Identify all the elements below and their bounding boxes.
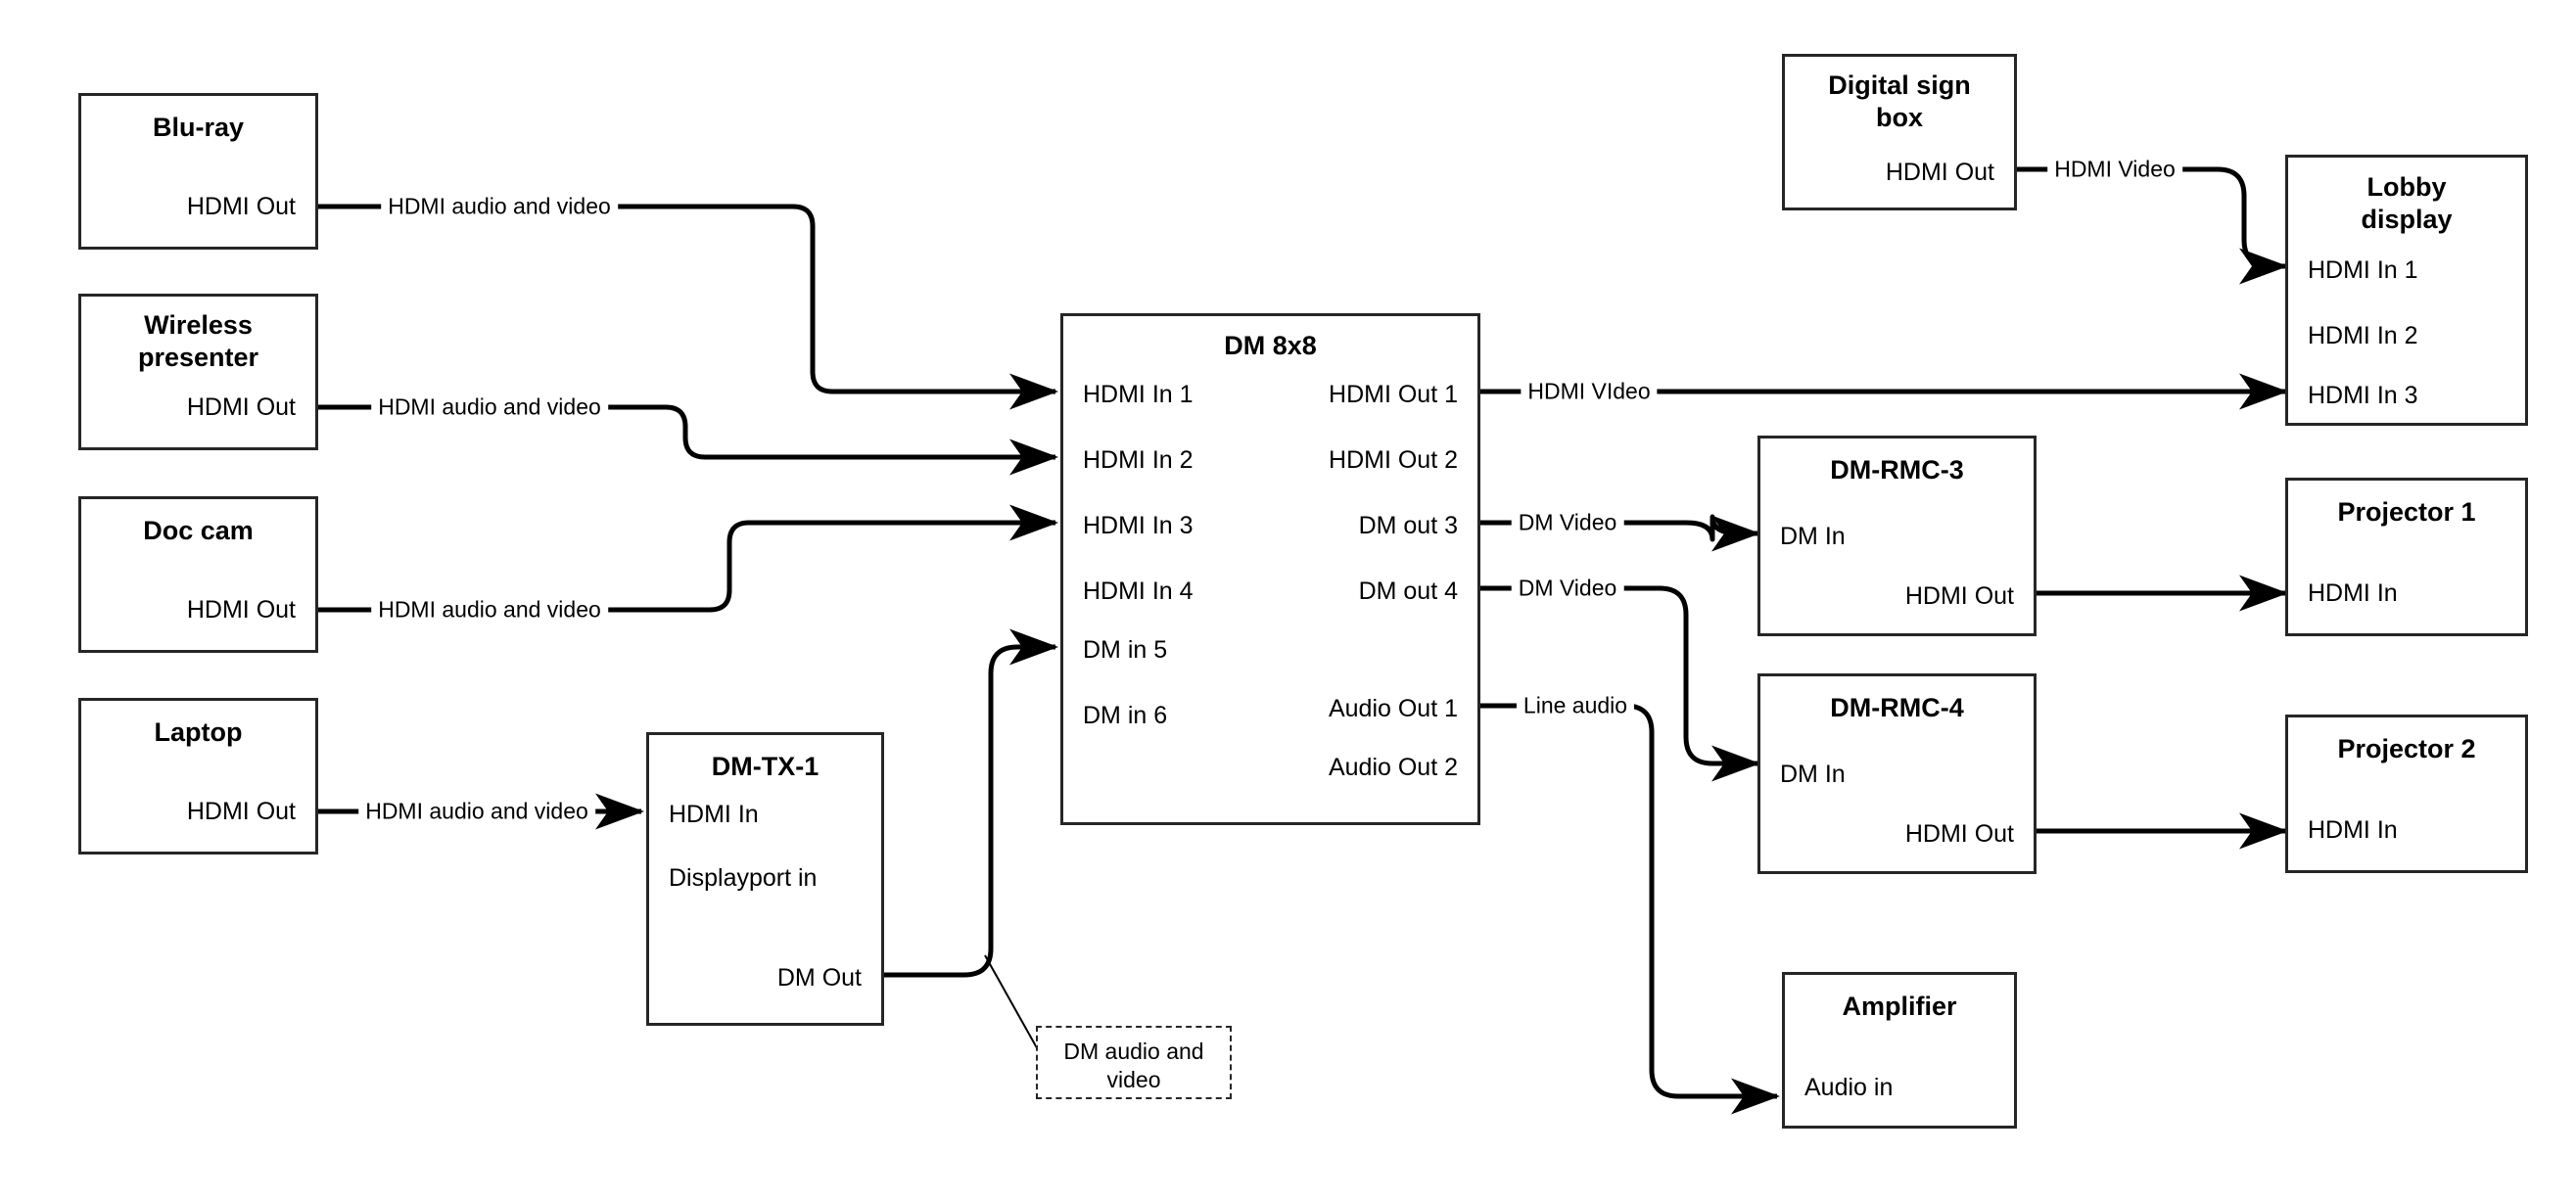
wire-dm-tx-1-to-dm8x8: [884, 628, 1059, 978]
wire-dm8x8-dm-out-4-to-dm-rmc-4: [1480, 585, 1761, 782]
port-dm-tx-1-displayport-in: Displayport in: [669, 864, 818, 892]
port-dm-tx-1-hdmi-in: HDMI In: [669, 801, 759, 828]
wire-label-digital-sign-box: HDMI Video: [2047, 156, 2182, 183]
node-title-wireless-presenter: Wireless presenter: [137, 310, 259, 372]
node-title-dm-8x8: DM 8x8: [1224, 331, 1317, 360]
port-dm-8x8-hdmi-in-2: HDMI In 2: [1083, 446, 1194, 474]
wire-wireless-presenter-to-dm8x8: [318, 404, 1059, 476]
wire-doc-cam-to-dm8x8: [318, 504, 1059, 613]
port-amplifier-audio-in: Audio in: [1804, 1074, 1894, 1101]
node-dm-tx-1[interactable]: DM-TX-1 HDMI In Displayport in DM Out: [646, 732, 884, 1026]
node-title-digital-sign-box: Digital sign box: [1828, 70, 1971, 132]
node-projector-1[interactable]: Projector 1 HDMI In: [2285, 478, 2528, 636]
node-title-amplifier: Amplifier: [1842, 992, 1957, 1021]
wire-digital-sign-box-to-lobby-display: [2017, 166, 2289, 285]
node-amplifier[interactable]: Amplifier Audio in: [1782, 972, 2017, 1129]
node-title-dm-rmc-3: DM-RMC-3: [1830, 455, 1964, 485]
callout-text-dm-audio-and-video: DM audio and video: [1063, 1039, 1204, 1092]
node-dm-rmc-4[interactable]: DM-RMC-4 DM In HDMI Out: [1757, 673, 2037, 874]
wire-dm8x8-dm-out-3-to-dm-rmc-3: [1480, 514, 1761, 552]
port-dm-8x8-dm-in-5: DM in 5: [1083, 636, 1168, 664]
node-digital-sign-box[interactable]: Digital sign box HDMI Out: [1782, 54, 2017, 210]
port-dm-rmc-3-hdmi-out: HDMI Out: [1904, 582, 2014, 610]
node-title-dm-tx-1: DM-TX-1: [711, 752, 820, 781]
port-wireless-presenter-hdmi-out: HDMI Out: [186, 393, 296, 421]
port-dm-8x8-hdmi-in-1: HDMI In 1: [1083, 381, 1194, 408]
port-dm-8x8-hdmi-in-4: HDMI In 4: [1083, 577, 1194, 605]
port-doc-cam-hdmi-out: HDMI Out: [186, 596, 296, 624]
port-projector-2-hdmi-in: HDMI In: [2308, 816, 2398, 844]
node-doc-cam[interactable]: Doc cam HDMI Out: [78, 496, 318, 653]
port-blu-ray-hdmi-out: HDMI Out: [186, 193, 296, 220]
node-title-projector-2: Projector 2: [2337, 734, 2476, 763]
port-laptop-hdmi-out: HDMI Out: [186, 798, 296, 825]
port-dm-tx-1-dm-out: DM Out: [776, 964, 862, 992]
wire-label-doc-cam: HDMI audio and video: [371, 596, 608, 624]
node-title-lobby-display: Lobby display: [2361, 172, 2453, 234]
node-laptop[interactable]: Laptop HDMI Out: [78, 698, 318, 855]
wire-label-wireless-presenter: HDMI audio and video: [371, 393, 608, 421]
port-dm-8x8-hdmi-in-3: HDMI In 3: [1083, 512, 1194, 539]
port-dm-8x8-dm-out-3: DM out 3: [1358, 512, 1458, 539]
port-lobby-display-hdmi-in-2: HDMI In 2: [2308, 322, 2418, 349]
port-dm-8x8-hdmi-out-1: HDMI Out 1: [1329, 381, 1458, 408]
wire-blu-ray-to-dm8x8: [318, 204, 1059, 410]
node-title-dm-rmc-4: DM-RMC-4: [1830, 693, 1964, 722]
port-lobby-display-hdmi-in-3: HDMI In 3: [2308, 382, 2418, 409]
node-wireless-presenter[interactable]: Wireless presenter HDMI Out: [78, 294, 318, 450]
node-title-doc-cam: Doc cam: [143, 516, 254, 545]
node-title-projector-1: Projector 1: [2337, 497, 2476, 527]
port-dm-rmc-3-dm-in: DM In: [1780, 523, 1846, 550]
node-lobby-display[interactable]: Lobby display HDMI In 1 HDMI In 2 HDMI I…: [2285, 155, 2528, 426]
port-dm-8x8-audio-out-1: Audio Out 1: [1328, 695, 1458, 722]
node-projector-2[interactable]: Projector 2 HDMI In: [2285, 715, 2528, 873]
wire-dm8x8-audio-out-1-to-amplifier: [1480, 703, 1781, 1115]
port-dm-8x8-hdmi-out-2: HDMI Out 2: [1329, 446, 1458, 474]
port-dm-8x8-audio-out-2: Audio Out 2: [1328, 754, 1458, 781]
callout-leader-line: [984, 954, 1041, 1054]
port-dm-8x8-dm-out-4: DM out 4: [1358, 577, 1458, 605]
wire-label-laptop: HDMI audio and video: [358, 798, 595, 825]
wire-label-hdmi-out-1: HDMI VIdeo: [1521, 378, 1658, 405]
port-lobby-display-hdmi-in-1: HDMI In 1: [2308, 256, 2418, 284]
node-dm-8x8[interactable]: DM 8x8 HDMI In 1 HDMI In 2 HDMI In 3 HDM…: [1060, 313, 1480, 825]
wire-label-dm-out-3: DM Video: [1511, 509, 1624, 536]
port-dm-rmc-4-hdmi-out: HDMI Out: [1904, 820, 2014, 848]
node-dm-rmc-3[interactable]: DM-RMC-3 DM In HDMI Out: [1757, 436, 2037, 636]
node-blu-ray[interactable]: Blu-ray HDMI Out: [78, 93, 318, 250]
node-title-laptop: Laptop: [154, 717, 243, 747]
wire-label-dm-out-4: DM Video: [1511, 575, 1624, 602]
port-dm-8x8-dm-in-6: DM in 6: [1083, 702, 1168, 729]
wire-label-audio-out-1: Line audio: [1516, 692, 1635, 719]
port-dm-rmc-4-dm-in: DM In: [1780, 761, 1846, 788]
node-title-blu-ray: Blu-ray: [152, 113, 245, 142]
callout-dm-audio-and-video: DM audio and video: [1036, 1026, 1232, 1099]
port-projector-1-hdmi-in: HDMI In: [2308, 579, 2398, 607]
port-digital-sign-box-hdmi-out: HDMI Out: [1885, 159, 1994, 186]
wire-label-blu-ray: HDMI audio and video: [381, 193, 618, 220]
